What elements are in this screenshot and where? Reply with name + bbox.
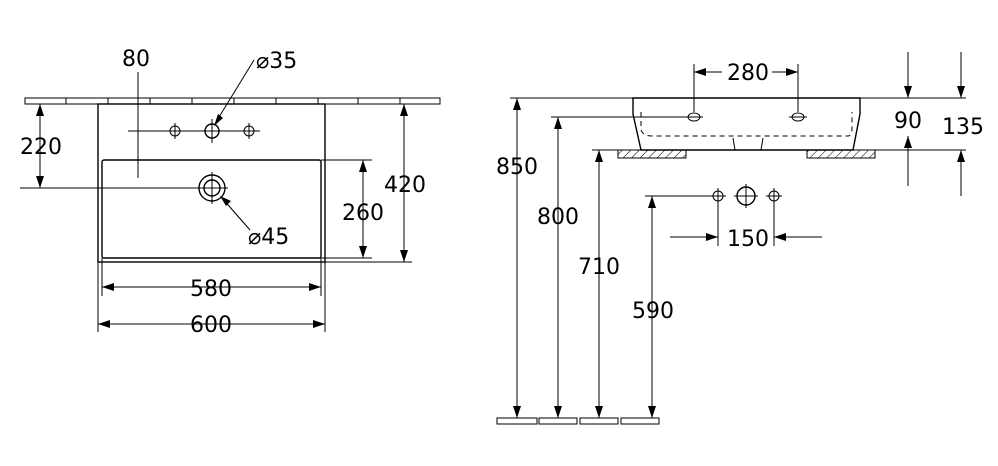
dim-hole-height-label: 800 [537,205,579,230]
dim-valve-height: 590 [632,195,710,418]
dim-bowl-width-label: 580 [190,277,232,302]
dim-hole-spacing-label: 280 [727,61,769,86]
dim-overall-width-label: 600 [190,313,232,338]
floor-strip [496,417,660,425]
dim-total-height-label: 135 [942,115,984,140]
dim-valve-spacing: 150 [670,204,822,252]
dim-overall-width: 600 [97,262,326,338]
dim-tap-hole-label: ⌀35 [256,49,297,74]
top-view: 80 ⌀35 220 260 [20,47,441,338]
dim-bowl-depth-label: 260 [342,201,384,226]
valve-fitting-right [766,188,782,204]
dim-rim-height: 90 [860,52,966,186]
dim-drain-height: 220 [20,104,196,189]
dim-bowl-width: 580 [101,258,322,302]
dim-drain-hole: ⌀45 [220,196,289,250]
basin-outline [97,103,326,263]
dim-tap-offset-label: 80 [122,47,150,72]
dim-rim-height-label: 90 [894,109,922,134]
drain-hole [196,172,228,204]
dim-overall-depth-label: 420 [384,173,426,198]
side-view: 280 90 135 850 [496,52,984,425]
dim-underside-height: 710 [578,149,620,418]
dim-valve-height-label: 590 [632,299,674,324]
dim-hole-height: 800 [537,116,685,418]
dim-drain-hole-label: ⌀45 [248,225,289,250]
dim-drain-height-label: 220 [20,135,62,160]
dim-hole-spacing: 280 [693,61,799,112]
valve-fitting-left [710,188,726,204]
side-hole-right [789,112,807,122]
support-left [617,149,687,159]
dim-tap-offset: 80 [122,47,175,178]
dim-total-height: 135 [942,52,984,196]
side-hole-left [685,112,703,122]
dim-bowl-depth: 260 [321,159,384,259]
basin-profile [632,97,861,151]
dim-mount-height-label: 850 [496,155,538,180]
dim-valve-spacing-label: 150 [727,227,769,252]
dim-mount-height: 850 [496,97,633,418]
bowl-outline [101,159,322,259]
wall-strip [24,97,441,105]
dim-overall-depth: 420 [325,104,426,263]
dim-underside-height-label: 710 [578,255,620,280]
dim-tap-hole: ⌀35 [214,49,297,126]
valve-fitting-center [734,184,758,208]
support-right [806,149,876,159]
